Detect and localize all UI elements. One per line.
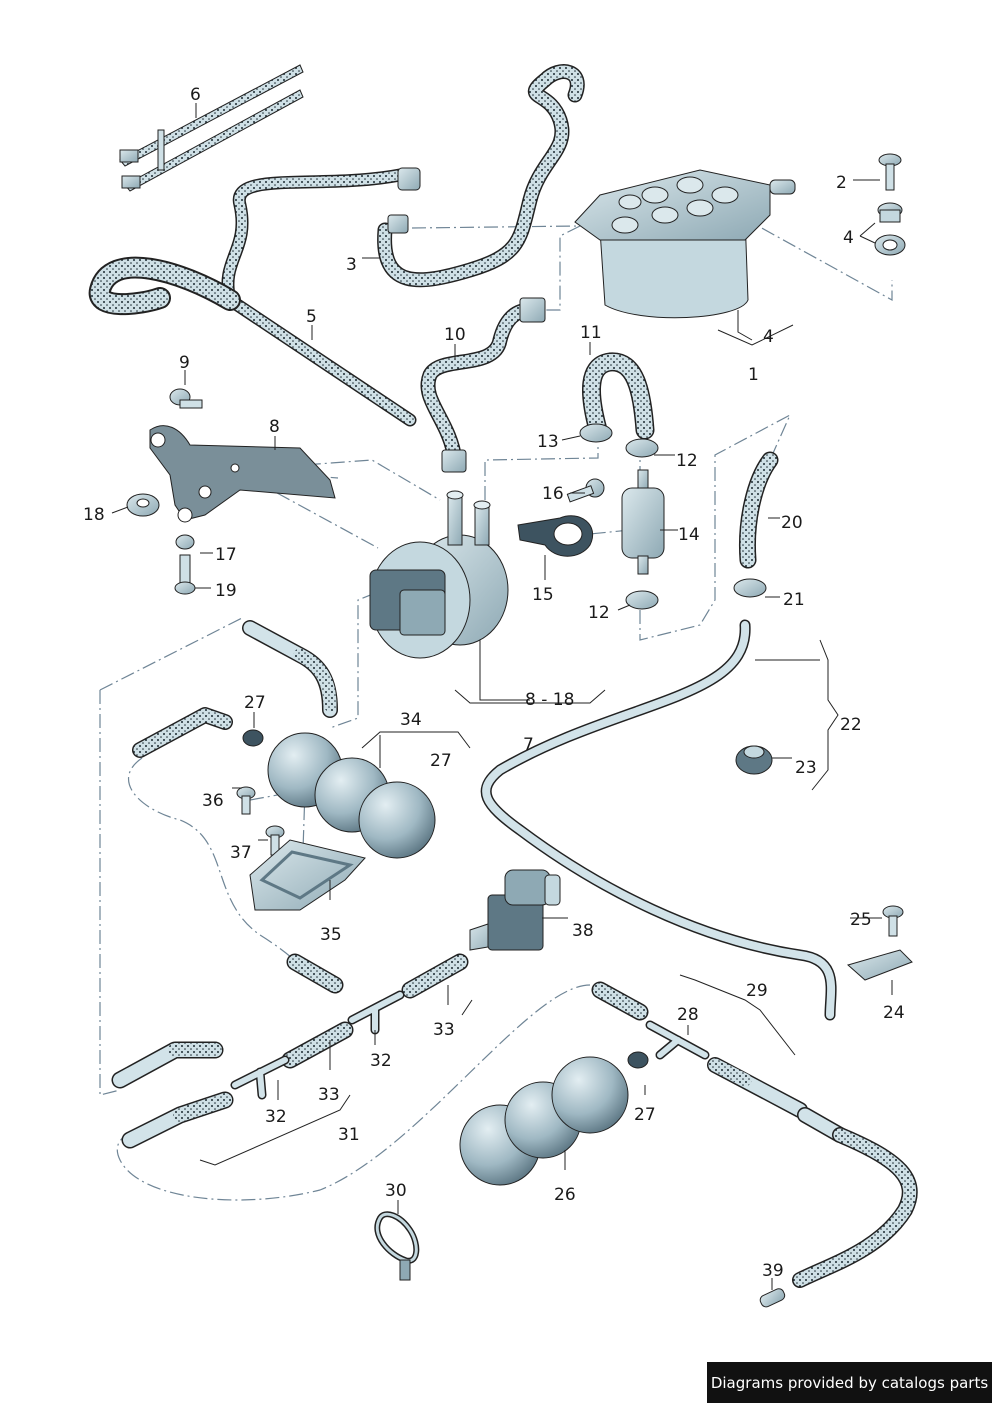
callout-4b: 4 [763,327,774,347]
hose-20-clip-21 [733,451,779,598]
callout-29: 29 [746,981,768,1001]
callout-14: 14 [678,525,700,545]
callout-2: 2 [836,173,847,193]
callout-22: 22 [840,715,862,735]
callout-34: 34 [400,710,422,730]
callout-27c: 27 [634,1105,656,1125]
plate-35 [249,839,366,911]
callout-7: 7 [523,735,534,755]
bolt-16-clamp-15 [517,478,605,557]
callout-13: 13 [537,432,559,452]
resonator-34 [267,732,436,859]
bracket-24-bolt-25 [846,905,913,981]
callout-39: 39 [762,1261,784,1281]
bracket-8 [149,425,336,523]
callout-17: 17 [215,545,237,565]
callout-32b: 32 [265,1107,287,1127]
callout-12a: 12 [676,451,698,471]
callout-5: 5 [306,307,317,327]
callout-21: 21 [783,590,805,610]
callout-10: 10 [444,325,466,345]
pipe-7 [480,619,837,1021]
cable-ties [119,64,304,192]
callout-26: 26 [554,1185,576,1205]
callout-30: 30 [385,1181,407,1201]
hose-10 [420,297,546,473]
grommet-18-nut-17-bolt-19 [126,493,196,595]
callout-11: 11 [580,323,602,343]
callout-labels: 1 2 3 4 4 5 6 7 8 8 - 18 9 10 11 12 12 1… [83,85,905,1281]
callout-37: 37 [230,843,252,863]
bolt-2-grommets-4 [874,153,906,256]
hose-3 [377,64,585,288]
callout-33a: 33 [433,1020,455,1040]
callout-12b: 12 [588,603,610,623]
callout-16: 16 [542,484,564,504]
callout-27a: 27 [244,693,266,713]
clips-filter [579,423,665,610]
hose-29 [707,1057,918,1308]
callout-4a: 4 [843,228,854,248]
canister-1 [574,169,796,319]
callout-8-18: 8 - 18 [525,690,574,710]
callout-9: 9 [179,353,190,373]
callout-25: 25 [850,910,872,930]
callout-32a: 32 [370,1051,392,1071]
bolt-9 [169,388,203,409]
callout-36: 36 [202,791,224,811]
valve-38 [469,869,561,951]
callout-3: 3 [346,255,357,275]
resonator-26 [459,1056,629,1186]
callout-1: 1 [748,365,759,385]
callout-33b: 33 [318,1085,340,1105]
hose-11 [582,352,655,440]
grommet-23 [735,745,773,775]
callout-24: 24 [883,1003,905,1023]
callout-31: 31 [338,1125,360,1145]
callout-19: 19 [215,581,237,601]
valve-assembly [369,490,509,659]
callout-28: 28 [677,1005,699,1025]
callout-23: 23 [795,758,817,778]
callout-6: 6 [190,85,201,105]
clip-30 [374,1211,420,1281]
leader-lines [111,103,893,1290]
callout-20: 20 [781,513,803,533]
callout-38: 38 [572,921,594,941]
callout-35: 35 [320,925,342,945]
callout-18: 18 [83,505,105,525]
hose-sections-left [132,620,338,856]
callout-15: 15 [532,585,554,605]
callout-27b: 27 [430,751,452,771]
lower-hoses [111,953,710,1149]
hose-5 [88,167,421,427]
callout-8: 8 [269,417,280,437]
footer-credit: Diagrams provided by catalogs parts [707,1362,992,1403]
